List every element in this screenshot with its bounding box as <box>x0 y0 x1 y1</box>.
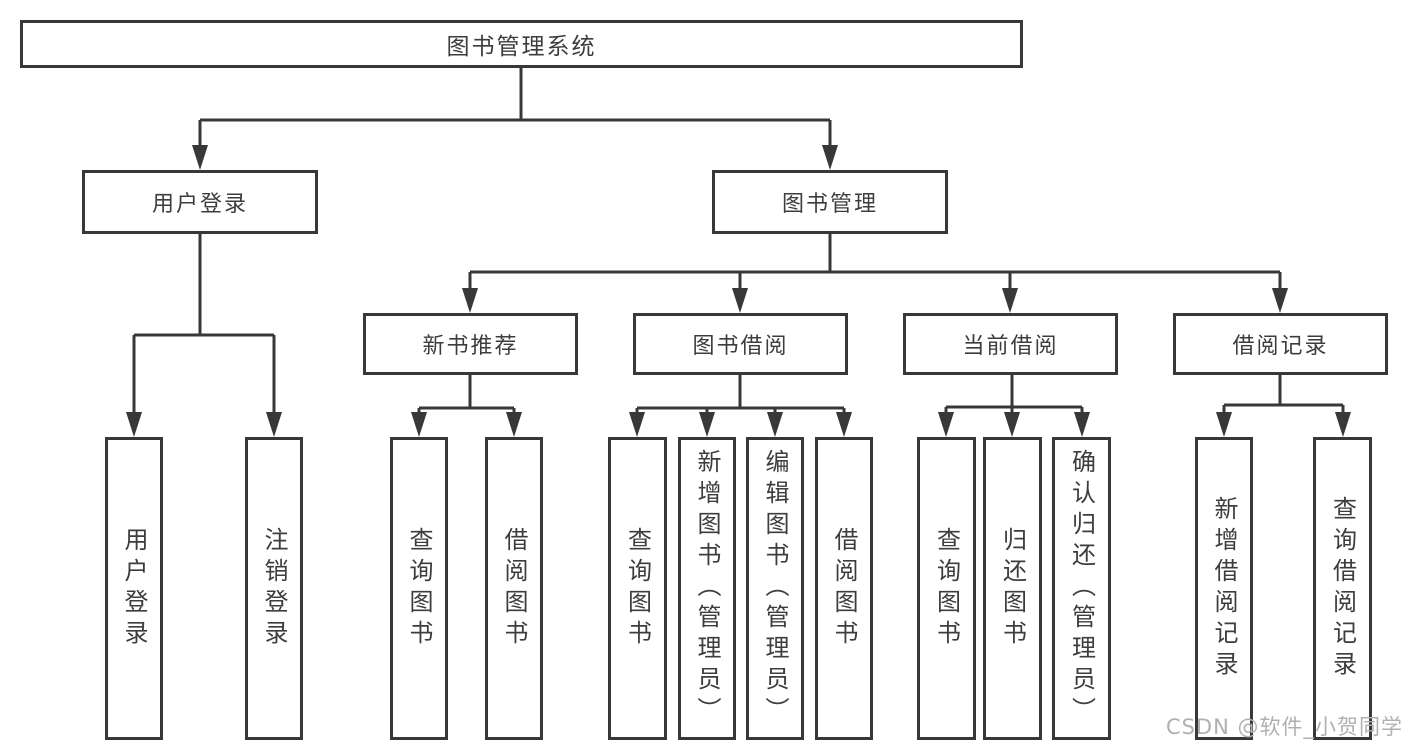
leaf-bb-add-books-admin-label: 新增图书（管理员） <box>693 449 721 728</box>
leaf-logout-label: 注销登录 <box>260 526 288 651</box>
leaf-br-add-record: 新增借阅记录 <box>1195 437 1253 740</box>
node-current-borrowing-label: 当前借阅 <box>962 334 1059 359</box>
leaf-nbr-query-books-label: 查询图书 <box>405 526 433 651</box>
leaf-nbr-borrow-books-label: 借阅图书 <box>500 526 528 651</box>
leaf-bb-edit-books-admin: 编辑图书（管理员） <box>746 437 804 740</box>
leaf-bb-borrow-books-label: 借阅图书 <box>830 526 858 651</box>
leaf-bb-borrow-books: 借阅图书 <box>815 437 873 740</box>
leaf-logout: 注销登录 <box>245 437 303 740</box>
leaf-bb-edit-books-admin-label: 编辑图书（管理员） <box>761 449 789 728</box>
leaf-cb-confirm-return-admin-label: 确认归还（管理员） <box>1067 449 1096 728</box>
leaf-user-login-label: 用户登录 <box>120 526 148 651</box>
node-new-book-recommend-label: 新书推荐 <box>422 334 519 359</box>
arrowheads <box>126 145 1351 437</box>
leaf-nbr-borrow-books: 借阅图书 <box>485 437 543 740</box>
node-borrowing-records: 借阅记录 <box>1173 313 1388 375</box>
leaf-nbr-query-books: 查询图书 <box>390 437 448 740</box>
leaf-br-query-record: 查询借阅记录 <box>1313 437 1372 740</box>
leaf-bb-add-books-admin: 新增图书（管理员） <box>678 437 736 740</box>
node-library-management-system-label: 图书管理系统 <box>446 34 597 60</box>
leaf-bb-query-books: 查询图书 <box>608 437 667 740</box>
leaf-br-query-record-label: 查询借阅记录 <box>1328 495 1357 682</box>
leaf-cb-return-books-label: 归还图书 <box>998 526 1027 651</box>
leaf-br-add-record-label: 新增借阅记录 <box>1210 495 1238 682</box>
node-borrowing-records-label: 借阅记录 <box>1232 334 1329 359</box>
node-user-login: 用户登录 <box>82 170 318 234</box>
node-user-login-label: 用户登录 <box>151 192 248 217</box>
node-current-borrowing: 当前借阅 <box>903 313 1118 375</box>
leaf-cb-confirm-return-admin: 确认归还（管理员） <box>1052 437 1111 740</box>
csdn-watermark: CSDN @软件_小贺同学 <box>1165 715 1403 739</box>
node-library-management-system: 图书管理系统 <box>20 20 1023 68</box>
leaf-cb-query-books-label: 查询图书 <box>932 526 961 651</box>
node-book-management-label: 图书管理 <box>781 192 878 217</box>
node-book-management: 图书管理 <box>712 170 948 234</box>
leaf-cb-query-books: 查询图书 <box>917 437 976 740</box>
leaf-user-login: 用户登录 <box>105 437 163 740</box>
node-book-borrowing: 图书借阅 <box>633 313 848 375</box>
leaf-bb-query-books-label: 查询图书 <box>623 526 652 651</box>
node-book-borrowing-label: 图书借阅 <box>692 334 789 359</box>
node-new-book-recommend: 新书推荐 <box>363 313 578 375</box>
leaf-cb-return-books: 归还图书 <box>983 437 1042 740</box>
